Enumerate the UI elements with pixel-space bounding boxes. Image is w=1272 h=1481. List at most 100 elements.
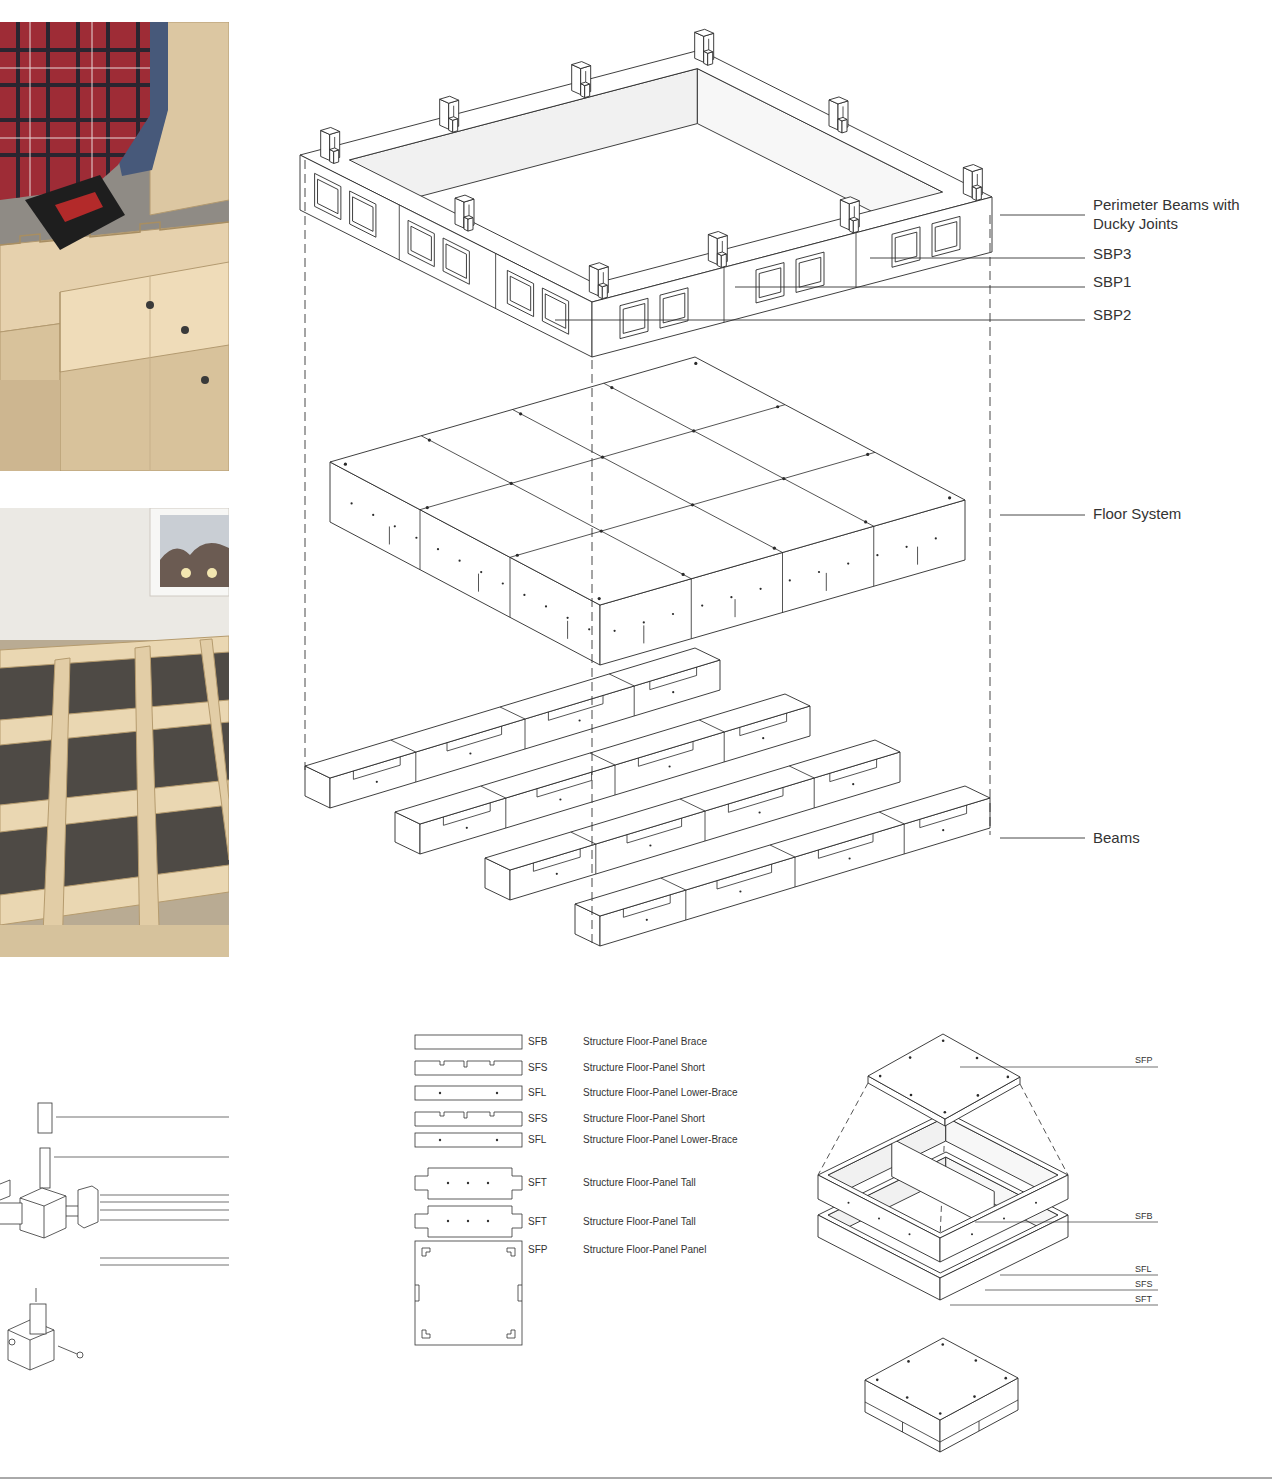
- panel-fastener: [682, 573, 685, 576]
- beam-joint: [525, 719, 526, 749]
- assembly-photo: [25, 175, 125, 250]
- beam-fastener: [556, 873, 558, 875]
- joint-assembly: [58, 1346, 77, 1354]
- ducky-joint-tab: [453, 119, 458, 132]
- ducky-joint-tab: [853, 219, 858, 233]
- assembly-photo: [0, 48, 150, 52]
- part-name: Structure Floor-Panel Tall: [583, 1177, 696, 1190]
- panel-seam: [420, 405, 785, 510]
- assembly-photo: [55, 192, 103, 222]
- ducky-joint-tab: [602, 285, 607, 299]
- beam-joint: [495, 253, 496, 308]
- beam-window: [895, 232, 917, 262]
- beam-joint: [685, 890, 686, 920]
- beam-joint: [680, 799, 705, 811]
- floor-photo: [181, 568, 191, 578]
- leader-line: [100, 1202, 229, 1203]
- beam-joint: [904, 824, 905, 854]
- beam-window: [620, 298, 648, 338]
- ducky-joint-tab: [976, 187, 981, 201]
- panel-fastener: [782, 477, 785, 480]
- assembly-photo: [0, 22, 150, 200]
- joint-assembly: [20, 1188, 66, 1238]
- leader-line: [100, 1265, 229, 1266]
- part-callout: SFL: [1135, 1264, 1152, 1275]
- slab-slot: [643, 625, 644, 643]
- slab-fastener: [372, 514, 374, 516]
- callout-label: SBP1: [1093, 273, 1131, 292]
- part-callout: SFP: [1135, 1055, 1153, 1066]
- ducky-joint-tab: [585, 84, 590, 98]
- part-code: SFL: [528, 1134, 546, 1147]
- ducky-joint-tab: [449, 117, 458, 121]
- beam-fastener: [559, 798, 561, 800]
- panel-seam: [604, 383, 874, 526]
- slab-fastener: [760, 588, 762, 590]
- assembly-photo: [0, 138, 150, 139]
- assembly-photo: [181, 326, 189, 334]
- floor-photo: [0, 636, 229, 668]
- panel-fastener: [909, 1056, 912, 1059]
- assembly-photo: [60, 262, 229, 372]
- panel-seam: [902, 1422, 903, 1432]
- tall-frame: [940, 1175, 1068, 1262]
- panel-seam: [510, 557, 511, 617]
- perimeter-beams: [300, 29, 992, 357]
- floor-photo: [150, 508, 229, 596]
- part-icon: [415, 1133, 522, 1147]
- assembly-photo: [201, 376, 209, 384]
- leader-line: [950, 1305, 1158, 1306]
- leader-line: [1000, 515, 1085, 516]
- beam-window: [446, 244, 466, 278]
- panel-fastener: [879, 1075, 882, 1078]
- part-icon-detail: [439, 1092, 498, 1222]
- ducky-joint-tab: [708, 52, 713, 66]
- beam-notch: [443, 803, 490, 826]
- part-icon: [422, 1248, 515, 1338]
- leader-line: [54, 1117, 229, 1265]
- beam-window: [660, 288, 688, 328]
- slab-fastener: [459, 560, 461, 562]
- ducky-joint-tab: [598, 283, 607, 287]
- part-icon-detail: [447, 1220, 449, 1222]
- frame-fastener: [1035, 1202, 1037, 1204]
- beam-window: [318, 179, 338, 213]
- panel-fastener: [773, 547, 776, 550]
- joint-assembly: [0, 1103, 98, 1370]
- part-icon-detail: [447, 1182, 449, 1184]
- beam-fastener: [739, 890, 741, 892]
- joint-assembly: [38, 1103, 52, 1133]
- exploded-assembly: [300, 29, 1068, 1452]
- leader-line: [1000, 838, 1085, 839]
- panel-fastener: [428, 438, 431, 441]
- slab-fastener: [701, 605, 703, 607]
- leader-line: [100, 1220, 229, 1221]
- panel-seam: [782, 553, 783, 613]
- beam-joint: [500, 707, 525, 719]
- panel-fastener: [426, 506, 429, 509]
- panel-fastener: [516, 554, 519, 557]
- beam-joint: [481, 786, 506, 798]
- beam-joint: [399, 205, 400, 260]
- joint-assembly: [9, 1339, 15, 1345]
- beam-joint: [856, 233, 857, 288]
- panel-fastener: [975, 1359, 978, 1362]
- assembly-photo: [30, 22, 31, 200]
- panel-seam: [421, 436, 691, 579]
- panel-fastener: [598, 597, 601, 600]
- assembly-photo: [146, 301, 154, 309]
- beam-fastener: [852, 783, 854, 785]
- floor-photo: [0, 780, 229, 832]
- slab-fastener: [523, 594, 525, 596]
- callout-label: Floor System: [1093, 505, 1181, 524]
- beam-notch: [650, 667, 697, 690]
- part-icon-detail: [467, 1220, 469, 1222]
- floor-panel-exploded: [818, 1034, 1068, 1300]
- assembly-photo: [0, 22, 150, 200]
- panel-fastener: [691, 503, 694, 506]
- slab-fastener: [415, 537, 417, 539]
- panel-fastener: [519, 412, 522, 415]
- leader-line: [100, 1258, 229, 1259]
- slab-fastener: [935, 537, 937, 539]
